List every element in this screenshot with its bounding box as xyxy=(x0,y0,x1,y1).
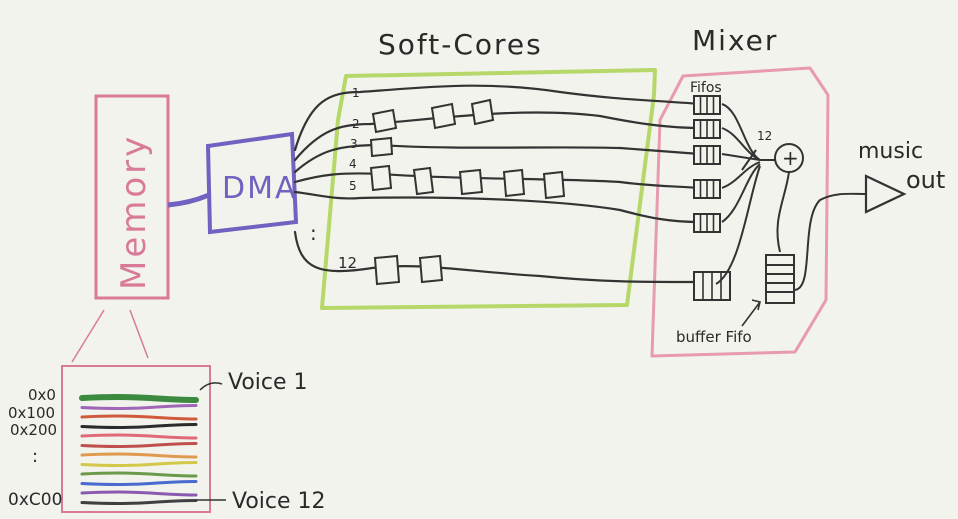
voice-stripe xyxy=(82,416,196,419)
voice-stripe xyxy=(82,444,196,447)
output-label-top: music xyxy=(858,139,923,164)
voice-stripe xyxy=(82,482,196,485)
voice-stripe xyxy=(82,425,196,428)
core-number-4: 4 xyxy=(349,157,357,171)
mixer-fifos xyxy=(694,96,730,300)
output-label-bottom: out xyxy=(906,166,945,194)
memory-dma-link xyxy=(168,195,209,205)
bus-width-label: 12 xyxy=(757,129,772,143)
address-2: 0x200 xyxy=(10,421,57,439)
cores-ellipsis: : xyxy=(310,221,317,245)
soft-core-units xyxy=(371,100,564,284)
address-1: 0x100 xyxy=(8,404,55,422)
fifo xyxy=(694,214,720,232)
voice-stripe xyxy=(82,406,196,409)
adder-sign: + xyxy=(782,146,799,170)
voice-last-label: Voice 12 xyxy=(232,489,326,514)
fifo xyxy=(694,146,720,164)
dma-label: DMA xyxy=(222,171,298,206)
voice-stripe xyxy=(82,435,196,438)
core-number-3: 3 xyxy=(350,137,358,151)
voice-stripe xyxy=(82,492,196,495)
output-amplifier xyxy=(866,176,904,212)
buffer-fifo-label: buffer Fifo xyxy=(676,328,752,346)
fifo xyxy=(694,96,720,114)
memory-label: Memory xyxy=(114,134,154,290)
address-dots: : xyxy=(32,446,38,467)
voice-stripes xyxy=(82,397,196,504)
buffer-pointer xyxy=(742,300,760,326)
voice-first-label: Voice 1 xyxy=(228,370,308,395)
fifos-label: Fifos xyxy=(690,80,722,96)
voice-stripe xyxy=(82,397,196,400)
soft-cores-title: Soft-Cores xyxy=(378,28,543,61)
address-last: 0xC00 xyxy=(8,490,62,510)
adder-to-buffer xyxy=(777,172,789,252)
voice-stripe xyxy=(82,463,196,466)
voice-stripe xyxy=(82,454,196,457)
fifo xyxy=(694,120,720,138)
mixer-title: Mixer xyxy=(692,24,778,57)
voice-stripe xyxy=(82,473,196,476)
fifo xyxy=(694,180,720,198)
zoom-lines xyxy=(72,310,148,362)
buffer-fifo xyxy=(766,255,794,303)
core-number-5: 5 xyxy=(349,179,357,193)
address-0: 0x0 xyxy=(28,386,56,404)
voice-stripe xyxy=(82,501,196,504)
mixer-region xyxy=(652,68,828,356)
buffer-to-output xyxy=(794,194,866,290)
